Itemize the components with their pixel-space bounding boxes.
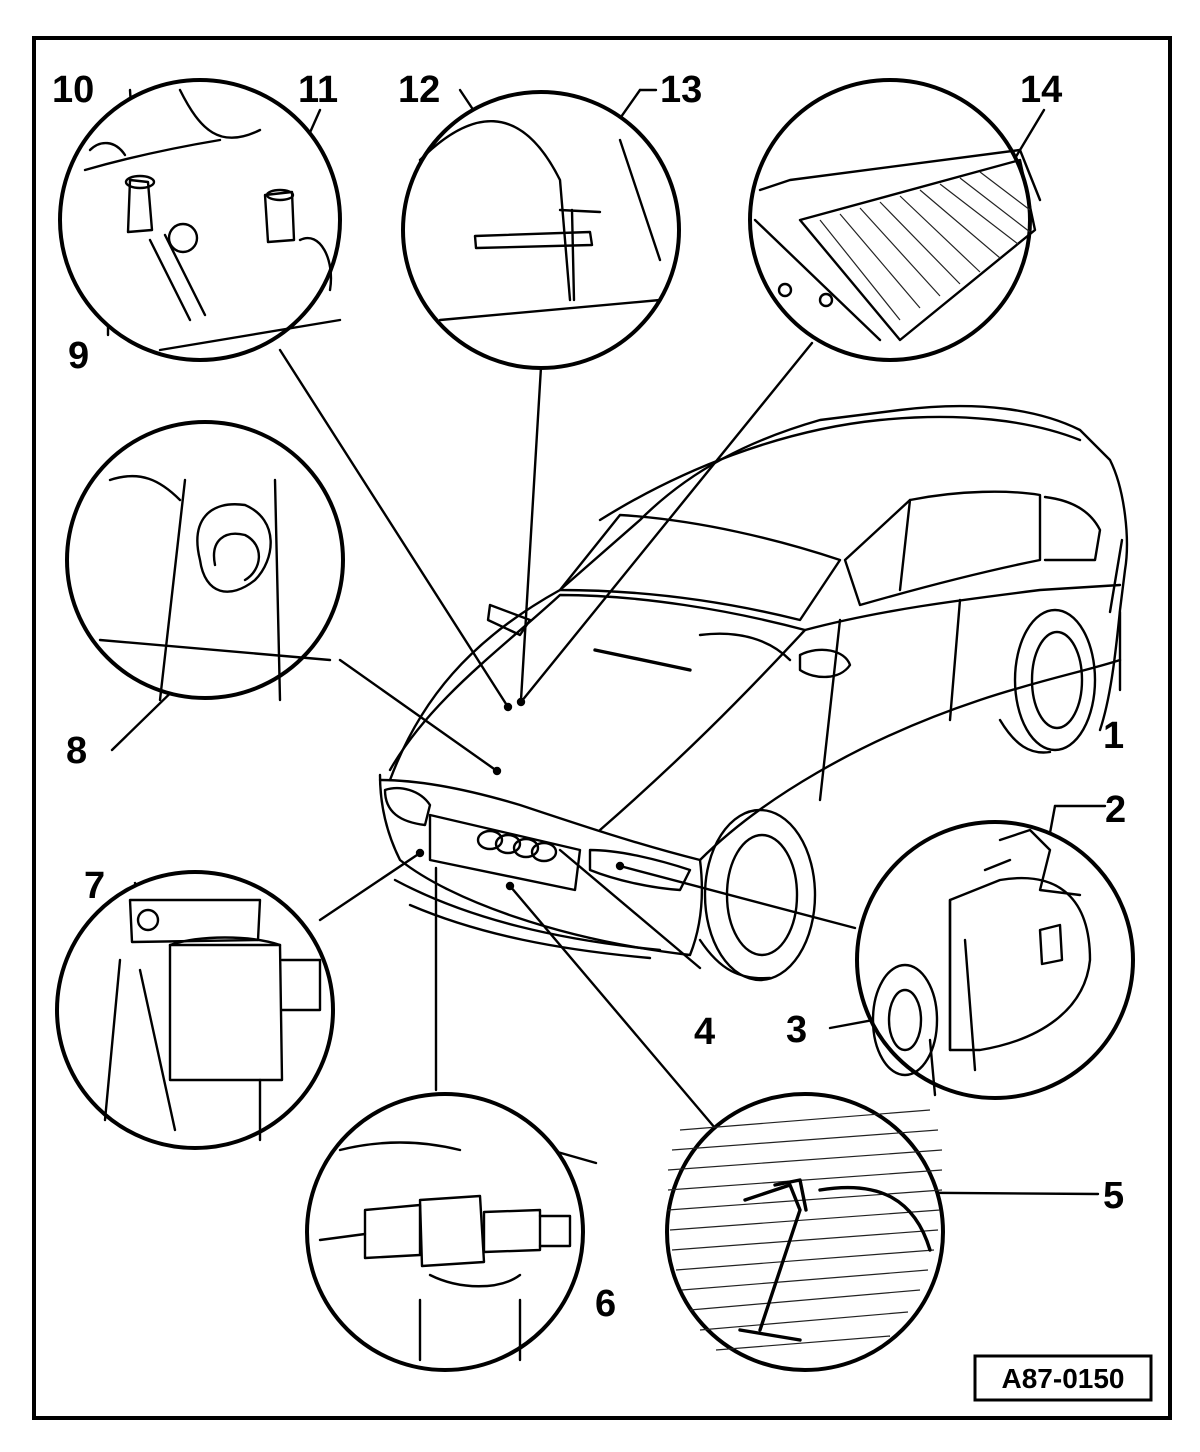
callout-13: 13 <box>660 69 702 111</box>
detail-view-charging-valves <box>58 78 342 362</box>
detail-view-label <box>401 90 681 370</box>
reference-code: A87-0150 <box>1002 1363 1125 1394</box>
callout-numbers: 1 2 3 4 5 6 7 8 9 10 11 12 13 14 <box>52 69 1126 1325</box>
callout-4: 4 <box>694 1011 715 1053</box>
callout-9: 9 <box>68 335 89 377</box>
callout-6: 6 <box>595 1283 616 1325</box>
callout-12: 12 <box>398 69 440 111</box>
callout-10: 10 <box>52 69 94 111</box>
callout-11: 11 <box>298 69 338 111</box>
detail-view-dust-pollen-filter <box>748 78 1042 362</box>
callout-5: 5 <box>1103 1175 1124 1217</box>
detail-view-high-pressure-switch <box>55 870 335 1150</box>
detail-view-condenser <box>665 1092 945 1372</box>
reference-code-box: A87-0150 <box>973 1354 1153 1402</box>
callout-3: 3 <box>786 1009 807 1051</box>
callout-2: 2 <box>1105 789 1126 831</box>
detail-view-low-pressure-switch <box>305 1092 585 1372</box>
callout-1: 1 <box>1103 715 1124 757</box>
detail-view-compressor <box>855 820 1135 1100</box>
callout-7: 7 <box>84 865 105 907</box>
detail-view-fresh-air-blower-opening <box>65 420 345 702</box>
callout-8: 8 <box>66 730 87 772</box>
callout-14: 14 <box>1020 69 1062 111</box>
